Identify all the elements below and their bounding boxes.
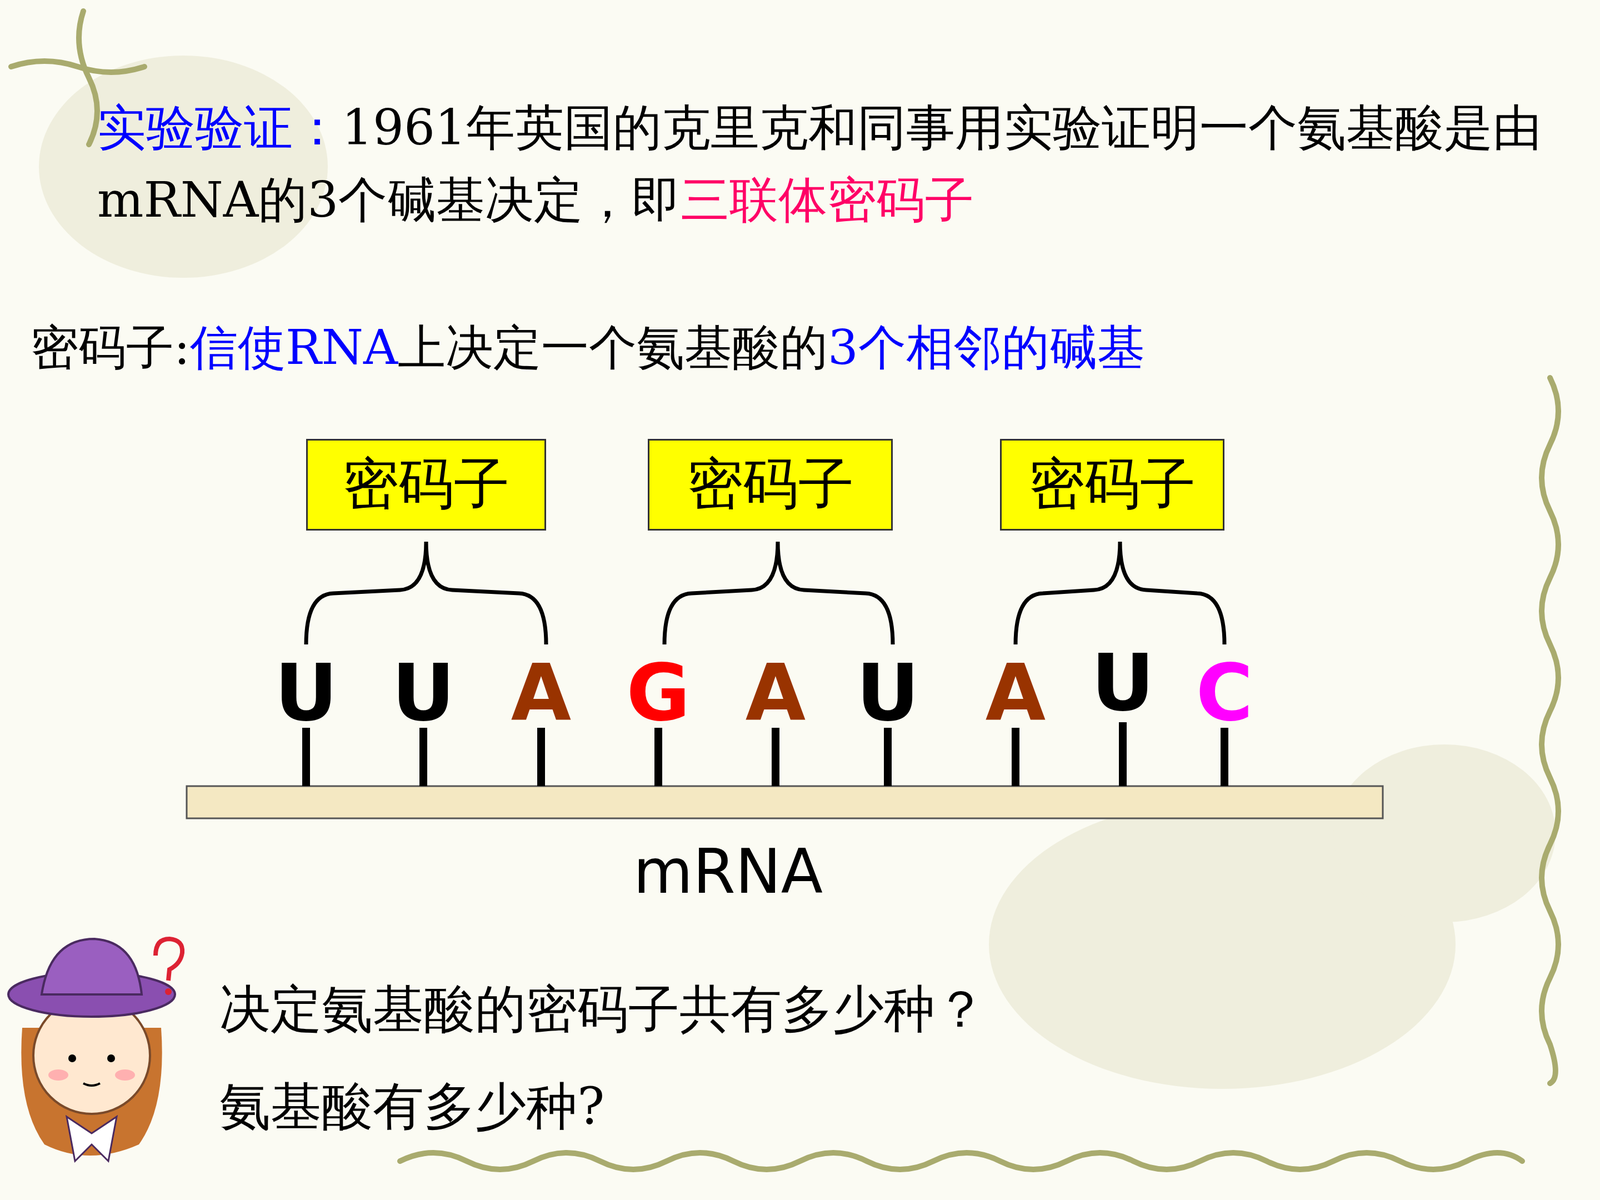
codon-label: 密码子 [1028,447,1196,523]
base-letter: U [261,648,351,738]
base-letter: A [731,648,820,738]
base-letter: U [378,648,468,738]
base-letter: U [1078,638,1168,728]
codon-box: 密码子 [306,438,547,531]
text-run: 3个相邻的碱基 [827,319,1145,375]
codon-label: 密码子 [687,447,854,523]
base-letter: A [971,648,1060,738]
text-run: 密码子: [30,319,190,375]
text-run: 信使RNA [190,319,398,375]
vine-border [11,11,1559,1170]
girl-icon [8,938,183,1162]
strand-label: mRNA [633,836,823,908]
codon-box: 密码子 [1000,438,1225,531]
text-run: 上决定一个氨基酸的 [397,319,828,375]
question-text: 决定氨基酸的密码子共有多少种？ [219,975,987,1044]
codon-brace [306,541,1225,645]
text-run: 实验验证： [97,98,342,157]
base-letter: U [843,648,933,738]
codon-box: 密码子 [647,438,893,531]
base-letter: C [1180,648,1269,738]
faded-flowers [38,55,1556,1089]
text-run: 三联体密码子 [680,171,974,229]
mrna-strand [186,786,1383,819]
intro-text: 实验验证：1961年英国的克里克和同事用实验证明一个氨基酸是由mRNA的3个碱基… [97,91,1553,237]
base-letter: A [496,648,586,738]
question-text: 氨基酸有多少种? [219,1072,605,1142]
base-letter: G [613,648,703,738]
codon-label: 密码子 [342,447,510,523]
definition-text: 密码子:信使RNA上决定一个氨基酸的3个相邻的碱基 [30,311,1575,384]
